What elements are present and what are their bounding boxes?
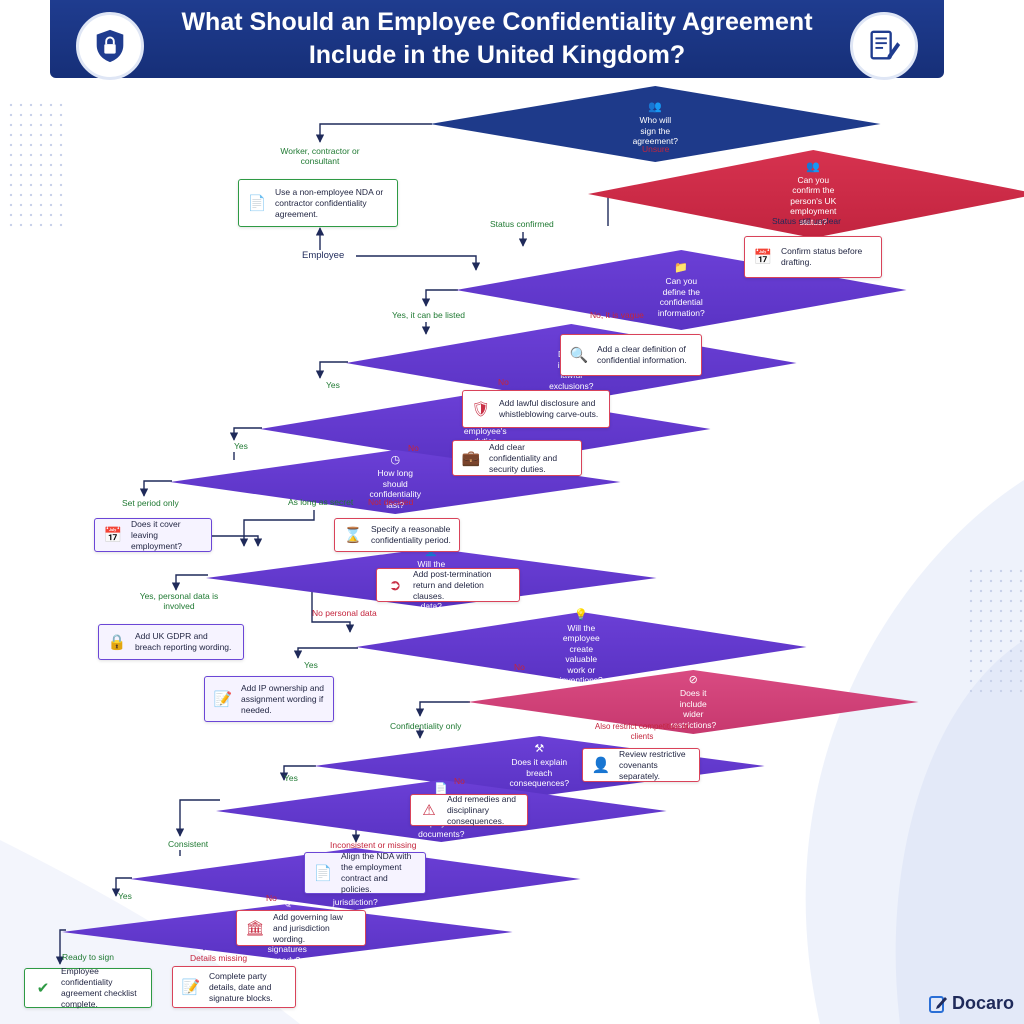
dot-pattern-left bbox=[6, 100, 66, 230]
outcome-align-nda: 📄 Align the NDA with the employment cont… bbox=[304, 851, 426, 894]
label-no-exclusions: No bbox=[498, 377, 509, 387]
gavel-icon: ⚒ bbox=[534, 743, 545, 756]
person-icon: 👤 bbox=[591, 756, 611, 774]
outcome-security-duties: 💼 Add clear confidentiality and security… bbox=[452, 440, 582, 476]
outcome-clear-definition: 🔍 Add a clear definition of confidential… bbox=[560, 334, 702, 376]
ban-icon: ⊘ bbox=[688, 674, 698, 686]
document-pen-icon: 📝 bbox=[213, 690, 233, 708]
outcome-party-details: 📝 Complete party details, date and signa… bbox=[172, 966, 296, 1008]
clock-icon: ◷ bbox=[390, 454, 401, 466]
label-yes-personal: Yes, personal data is involved bbox=[139, 591, 219, 611]
lock-icon: 🔒 bbox=[107, 633, 127, 651]
label-no-personal: No personal data bbox=[312, 608, 377, 618]
outcome-governing-law: 🏛 Add governing law and jurisdiction wor… bbox=[236, 910, 366, 946]
document-pen-icon: 📝 bbox=[181, 978, 201, 996]
label-not-decided: Not decided bbox=[368, 497, 414, 507]
bulb-icon: 💡 bbox=[574, 608, 589, 621]
outcome-remedies: ⚠ Add remedies and disciplinary conseque… bbox=[410, 794, 528, 826]
briefcase-icon: 💼 bbox=[461, 449, 481, 467]
outcome-reasonable-period: ⌛ Specify a reasonable confidentiality p… bbox=[334, 518, 460, 552]
outcome-uk-gdpr: 🔒 Add UK GDPR and breach reporting wordi… bbox=[98, 624, 244, 660]
document-icon: 📄 bbox=[247, 194, 267, 212]
calendar-icon: 📅 bbox=[103, 526, 123, 544]
step-cover-leaving: 📅 Does it cover leaving employment? bbox=[94, 518, 212, 552]
label-yes-valuable: Yes bbox=[304, 660, 318, 670]
docaro-logo: Docaro bbox=[928, 993, 1014, 1014]
label-details-missing: Details missing bbox=[190, 953, 248, 963]
label-ready-sign: Ready to sign bbox=[62, 952, 114, 962]
label-yes-exclusions: Yes bbox=[326, 380, 340, 390]
decision-valuable-work: 💡 Will the employee create valuable work… bbox=[356, 608, 807, 685]
document-icon: 📄 bbox=[434, 783, 449, 795]
label-no-duties: No bbox=[408, 443, 419, 453]
label-employee: Employee bbox=[302, 250, 345, 261]
label-yes-listed: Yes, it can be listed bbox=[392, 310, 465, 320]
label-as-long-secret: As long as secret bbox=[288, 497, 354, 507]
exit-icon: ➲ bbox=[388, 576, 402, 594]
shield-lock-icon bbox=[76, 12, 144, 80]
courthouse-icon: 🏛 bbox=[245, 919, 265, 937]
page-title: What Should an Employee Confidentiality … bbox=[181, 8, 813, 69]
label-yes-duties: Yes bbox=[234, 441, 248, 451]
label-confidentiality-only: Confidentiality only bbox=[390, 721, 462, 731]
label-worker: Worker, contractor or consultant bbox=[280, 146, 360, 166]
label-unsure: Unsure bbox=[642, 144, 670, 154]
outcome-restrictive-covenants: 👤 Review restrictive covenants separatel… bbox=[582, 748, 700, 782]
outcome-confirm-status: 📅 Confirm status before drafting. bbox=[744, 236, 882, 278]
decision-confirm-status: 👥 Can you confirm the person's UK employ… bbox=[588, 150, 1024, 238]
folder-lock-icon: 📁 bbox=[674, 262, 689, 274]
label-consistent: Consistent bbox=[168, 839, 209, 849]
label-no-valuable: No bbox=[514, 662, 525, 672]
title-banner: What Should an Employee Confidentiality … bbox=[50, 0, 944, 80]
warning-icon: ⚠ bbox=[422, 801, 436, 819]
shield-icon: 🛡 bbox=[471, 400, 491, 418]
label-no-breach: No bbox=[454, 776, 465, 786]
magnifier-icon: 🔍 bbox=[569, 346, 589, 364]
outcome-ip-ownership: 📝 Add IP ownership and assignment wordin… bbox=[204, 676, 334, 722]
people-icon: 👥 bbox=[806, 160, 821, 173]
outcome-post-termination: ➲ Add post-termination return and deleti… bbox=[376, 568, 520, 602]
label-inconsistent: Inconsistent or missing bbox=[330, 840, 417, 850]
docaro-logo-icon bbox=[928, 995, 947, 1013]
pen-icon: ✎ bbox=[282, 898, 292, 911]
label-status-unclear: Status still unclear bbox=[772, 216, 841, 226]
label-status-confirmed: Status confirmed bbox=[490, 219, 554, 229]
label-yes-uk-law: Yes bbox=[118, 891, 132, 901]
document-icon: 📄 bbox=[313, 864, 333, 882]
hourglass-icon: ⌛ bbox=[343, 526, 363, 544]
calendar-icon: 📅 bbox=[753, 248, 773, 266]
label-no-vague: No, it is vague bbox=[590, 310, 644, 320]
label-also-restrict: Also restrict competition or clients bbox=[594, 722, 690, 741]
label-yes-breach: Yes bbox=[284, 773, 298, 783]
outcome-non-employee-nda: 📄 Use a non-employee NDA or contractor c… bbox=[238, 179, 398, 227]
outcome-checklist-complete: ✔ Employee confidentiality agreement che… bbox=[24, 966, 152, 1009]
dot-pattern-right bbox=[966, 566, 1024, 696]
document-pen-icon bbox=[850, 12, 918, 80]
check-circle-icon: ✔ bbox=[36, 979, 50, 997]
people-icon: 👥 bbox=[648, 101, 663, 114]
outcome-lawful-disclosure: 🛡 Add lawful disclosure and whistleblowi… bbox=[462, 390, 610, 428]
label-no-uk-law: No bbox=[266, 893, 277, 903]
label-set-period: Set period only bbox=[122, 498, 179, 508]
decision-wider-restrictions: ⊘ Does it include wider restrictions? bbox=[468, 670, 919, 734]
